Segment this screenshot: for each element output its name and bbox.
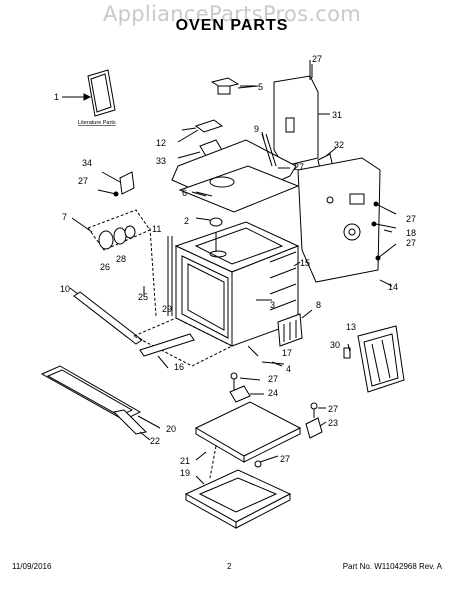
part-14-rear-panel	[297, 157, 393, 287]
callout-34: 34	[82, 158, 92, 168]
part-7-light-assembly	[71, 209, 151, 251]
callout-12: 12	[156, 138, 166, 148]
literature-parts-booklet	[62, 69, 116, 117]
footer-date: 11/09/2016	[12, 562, 52, 571]
callout-33: 33	[156, 156, 166, 166]
callout-27g: 27	[328, 404, 338, 414]
callout-27b: 27	[78, 176, 88, 186]
callout-6: 6	[182, 188, 187, 198]
callout-28: 28	[116, 254, 126, 264]
part-8-fan	[277, 313, 303, 347]
callout-2: 2	[184, 216, 189, 226]
part-24-hinge	[229, 372, 251, 403]
part-6-top-panel	[171, 139, 300, 213]
callout-10: 10	[60, 284, 70, 294]
callout-8: 8	[316, 300, 321, 310]
callout-numbers: 1 2 3 4 5 6 7 8 9 10 11 12 13 14 15 16 1…	[54, 54, 416, 478]
part-17-wiring	[247, 345, 285, 365]
callout-32: 32	[334, 140, 344, 150]
callout-18: 18	[406, 228, 416, 238]
callout-30: 30	[330, 340, 340, 350]
part-10-trim-strip	[69, 287, 143, 345]
callout-27c: 27	[294, 162, 304, 172]
callout-19: 19	[180, 468, 190, 478]
part-5-sensor	[210, 77, 259, 95]
part-16-strip	[139, 333, 195, 357]
callout-15: 15	[300, 258, 310, 268]
part-11-side-trim	[149, 227, 173, 317]
part-21-door-panel	[194, 401, 302, 463]
part-19-door-frame	[184, 445, 292, 529]
callout-14: 14	[388, 282, 398, 292]
callout-27e: 27	[406, 238, 416, 248]
part-16-bottom-trim	[132, 317, 234, 367]
footer-page-number: 2	[227, 562, 232, 571]
callout-11: 11	[152, 224, 161, 234]
callout-31: 31	[332, 110, 342, 120]
footer-part-number: Part No. W11042968 Rev. A	[342, 562, 442, 571]
callout-29: 29	[162, 304, 172, 314]
callout-24: 24	[268, 388, 278, 398]
callout-13: 13	[346, 322, 356, 332]
part-20-trim	[40, 365, 142, 421]
part-31-rear-cover	[273, 60, 330, 167]
watermark: AppliancePartsPros.com	[102, 2, 362, 26]
callout-5: 5	[258, 82, 263, 92]
rear-screws	[371, 201, 397, 261]
callout-3: 3	[270, 300, 275, 310]
callout-27d: 27	[406, 214, 416, 224]
callout-7: 7	[62, 212, 67, 222]
part-30-clip	[343, 347, 351, 359]
callout-27h: 27	[280, 454, 290, 464]
callout-25: 25	[138, 292, 148, 302]
part-22-trim	[112, 409, 148, 435]
leader-lines	[137, 64, 393, 485]
callout-9: 9	[254, 124, 259, 134]
page-title: OVEN PARTS	[175, 17, 289, 34]
part-23-hinge	[305, 402, 323, 439]
callout-1: 1	[54, 92, 59, 102]
callout-26: 26	[100, 262, 110, 272]
callout-16: 16	[174, 362, 184, 372]
callout-27a: 27	[312, 54, 322, 64]
callout-17: 17	[282, 348, 292, 358]
callout-4: 4	[286, 364, 291, 374]
oven-cavity	[174, 217, 300, 347]
door-screw	[254, 455, 279, 468]
callout-21: 21	[180, 456, 190, 466]
callout-27f: 27	[268, 374, 278, 384]
callout-20: 20	[166, 424, 176, 434]
callout-22: 22	[150, 436, 160, 446]
callout-23: 23	[328, 418, 338, 428]
part-13-side-panel	[357, 325, 405, 393]
literature-parts-label: Literature Parts	[78, 120, 116, 126]
part-34-bracket	[97, 171, 135, 197]
